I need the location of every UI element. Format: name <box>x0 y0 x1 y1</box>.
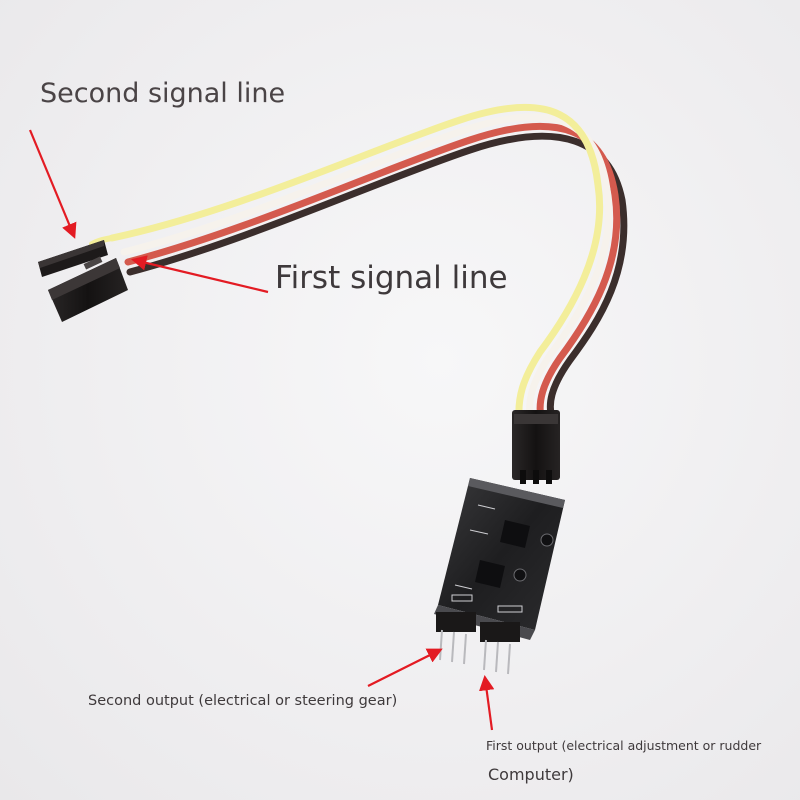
wire-yellow <box>108 103 604 422</box>
label-first-output-line1: First output (electrical adjustment or r… <box>486 738 762 753</box>
label-second-signal-line: Second signal line <box>40 78 286 109</box>
second-signal-connector <box>38 240 108 277</box>
label-second-output: Second output (electrical or steering ge… <box>88 693 398 709</box>
cable-bundle <box>89 103 628 422</box>
wire-to-second-connector <box>89 235 115 247</box>
arrow-second-output <box>367 648 443 687</box>
module-input-connector <box>512 410 560 484</box>
label-first-signal-line: First signal line <box>275 260 508 296</box>
label-first-output-line2: Computer) <box>488 765 574 784</box>
arrow-first-signal-line <box>131 255 269 294</box>
annotation-arrows <box>28 129 495 731</box>
arrow-second-signal-line <box>28 129 77 239</box>
arrow-first-output <box>479 674 495 731</box>
pcb-module <box>434 478 565 642</box>
output-pins <box>439 629 511 675</box>
first-signal-connector <box>48 256 128 322</box>
